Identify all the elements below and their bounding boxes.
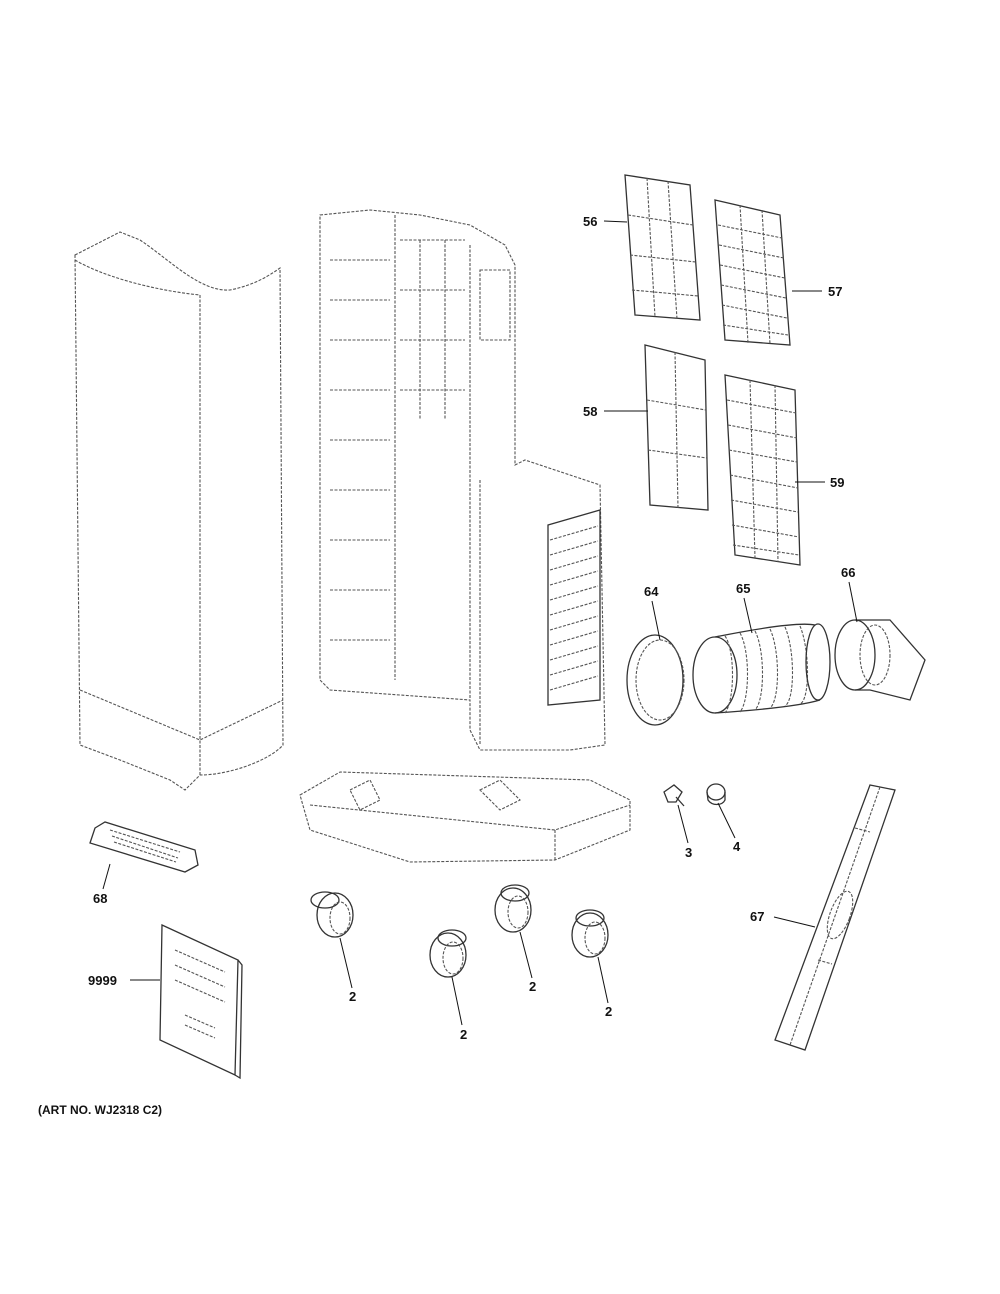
label-58: 58 <box>583 404 597 419</box>
side-vent-grille <box>547 509 601 706</box>
leader-lines <box>102 220 858 1026</box>
label-65: 65 <box>736 581 750 596</box>
caster-wheel-2 <box>429 929 467 978</box>
art-number: (ART NO. WJ2318 C2) <box>38 1103 162 1117</box>
label-2-caster-c: 2 <box>529 979 536 994</box>
knob-part-4 <box>706 783 726 806</box>
label-64: 64 <box>644 584 659 599</box>
label-68: 68 <box>93 891 107 906</box>
rear-frame-housing <box>319 209 606 751</box>
label-66: 66 <box>841 565 855 580</box>
label-3: 3 <box>685 845 692 860</box>
caster-wheel-3 <box>494 884 532 933</box>
label-57: 57 <box>828 284 842 299</box>
label-59: 59 <box>830 475 844 490</box>
label-2-caster-b: 2 <box>460 1027 467 1042</box>
caster-wheel-4 <box>571 909 609 958</box>
label-67: 67 <box>750 909 764 924</box>
label-4: 4 <box>733 839 741 854</box>
remote-control-68 <box>89 821 199 873</box>
filter-56 <box>624 174 701 321</box>
screw-part-3 <box>663 784 685 807</box>
label-56: 56 <box>583 214 597 229</box>
window-adapter-66 <box>834 619 926 701</box>
owner-manual-9999 <box>159 923 243 1080</box>
base-pan <box>299 771 631 863</box>
hose-clamp-64 <box>626 634 685 726</box>
label-2-caster-d: 2 <box>605 1004 612 1019</box>
grille-59 <box>724 374 801 566</box>
exhaust-hose-65 <box>692 623 831 714</box>
caster-wheel-1 <box>310 891 354 938</box>
label-9999: 9999 <box>88 973 117 988</box>
filter-58 <box>644 344 709 511</box>
window-slider-panel-67 <box>774 784 896 1051</box>
cabinet-front-panel <box>74 231 284 791</box>
grille-57 <box>714 199 791 346</box>
label-2-caster-a: 2 <box>349 989 356 1004</box>
